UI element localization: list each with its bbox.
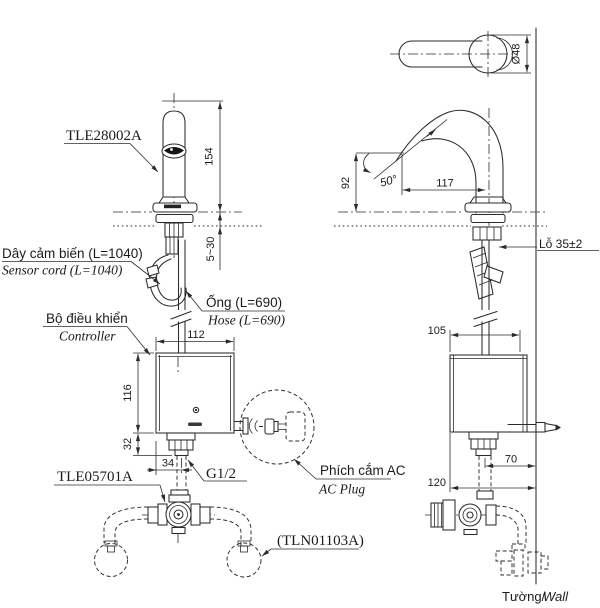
- dim-spout-height: 154: [204, 147, 216, 165]
- base-label-mark: [164, 204, 181, 209]
- brand-mark: [188, 422, 202, 426]
- outlet-flange: [166, 432, 196, 441]
- dim-body-diameter: Ø48: [511, 44, 523, 65]
- label-ac-plug-en: AC Plug: [318, 482, 365, 497]
- leader-hose: [185, 290, 203, 312]
- dim-outlet-height: 92: [340, 177, 352, 189]
- bracket-screw: [535, 421, 546, 433]
- leader-ac-plug: [293, 458, 317, 480]
- front-view: 154 5~30 TLE28002A Dây cảm biến (L=1040)…: [2, 93, 406, 578]
- label-thread-size: G1/2: [206, 466, 236, 482]
- supply-hose-left: [103, 506, 149, 543]
- leader-controller: [126, 326, 151, 356]
- side-view: Ø48 50° 92 117: [334, 27, 599, 604]
- supply-inlet-right: [226, 542, 262, 578]
- dim-controller-to-wall: 120: [428, 477, 446, 489]
- ac-plug-icon: [264, 418, 275, 435]
- ac-plug-detail: [233, 389, 315, 465]
- leader-thread: [187, 459, 205, 482]
- label-hose-vi: Ống (L=690): [206, 295, 282, 310]
- label-sensor-cord-en: Sensor cord (L=1040): [2, 263, 123, 278]
- leader-product-model: [129, 143, 159, 173]
- dim-outlet-offset: 34: [162, 458, 174, 470]
- dim-controller-height: 116: [122, 384, 134, 402]
- controller-box-side: [449, 354, 528, 433]
- label-wall-vi: Tường/: [502, 589, 546, 604]
- label-hose-en: Hose (L=690): [207, 313, 285, 328]
- spout-top-view: [390, 31, 517, 78]
- leader-sensor-cord: [130, 261, 161, 285]
- leader-supply-ref: [261, 548, 272, 557]
- stop-valve-side: [425, 490, 500, 536]
- stop-valve-front: [142, 489, 215, 543]
- spout-outline: [395, 109, 504, 214]
- label-controller-vi: Bộ điều khiển: [46, 311, 128, 326]
- dim-controller-depth: 105: [428, 325, 446, 337]
- outlet-thread: [174, 449, 189, 457]
- cord-connector: [146, 264, 160, 277]
- controller-box-front: [155, 352, 235, 434]
- label-product-model: TLE28002A: [66, 128, 142, 144]
- supply-inlet-left: [94, 543, 128, 577]
- wall-bracket: [503, 423, 537, 433]
- label-wall-en: Wall: [543, 589, 569, 604]
- wall-elbow: [495, 543, 549, 577]
- leader-valve: [159, 484, 166, 503]
- angle-arc: [362, 153, 371, 174]
- label-valve-model: TLE05701A: [57, 469, 133, 485]
- dim-outlet-to-wall: 70: [505, 454, 517, 466]
- dim-outlet-angle: 50°: [379, 173, 399, 189]
- label-controller-en: Controller: [59, 329, 116, 344]
- supply-hose-right: [209, 506, 252, 545]
- label-mount-hole: Lỗ 35±2: [539, 236, 583, 251]
- pipe-break: [170, 310, 192, 328]
- lock-washer: [155, 213, 194, 224]
- label-supply-ref: (TLN01103A): [277, 533, 364, 549]
- dim-controller-width: 112: [187, 329, 205, 341]
- detail-circle: [239, 389, 315, 465]
- label-ac-plug-vi: Phích cắm AC: [320, 463, 406, 478]
- faucet-collar: [158, 196, 190, 204]
- controller-led: [192, 406, 200, 414]
- dim-outlet-stub: 32: [122, 438, 134, 450]
- label-sensor-cord-vi: Dây cảm biến (L=1040): [2, 246, 143, 261]
- dim-spout-reach: 117: [436, 178, 454, 190]
- outlet-face-line: [373, 119, 448, 180]
- dim-deck-thickness: 5~30: [205, 237, 217, 262]
